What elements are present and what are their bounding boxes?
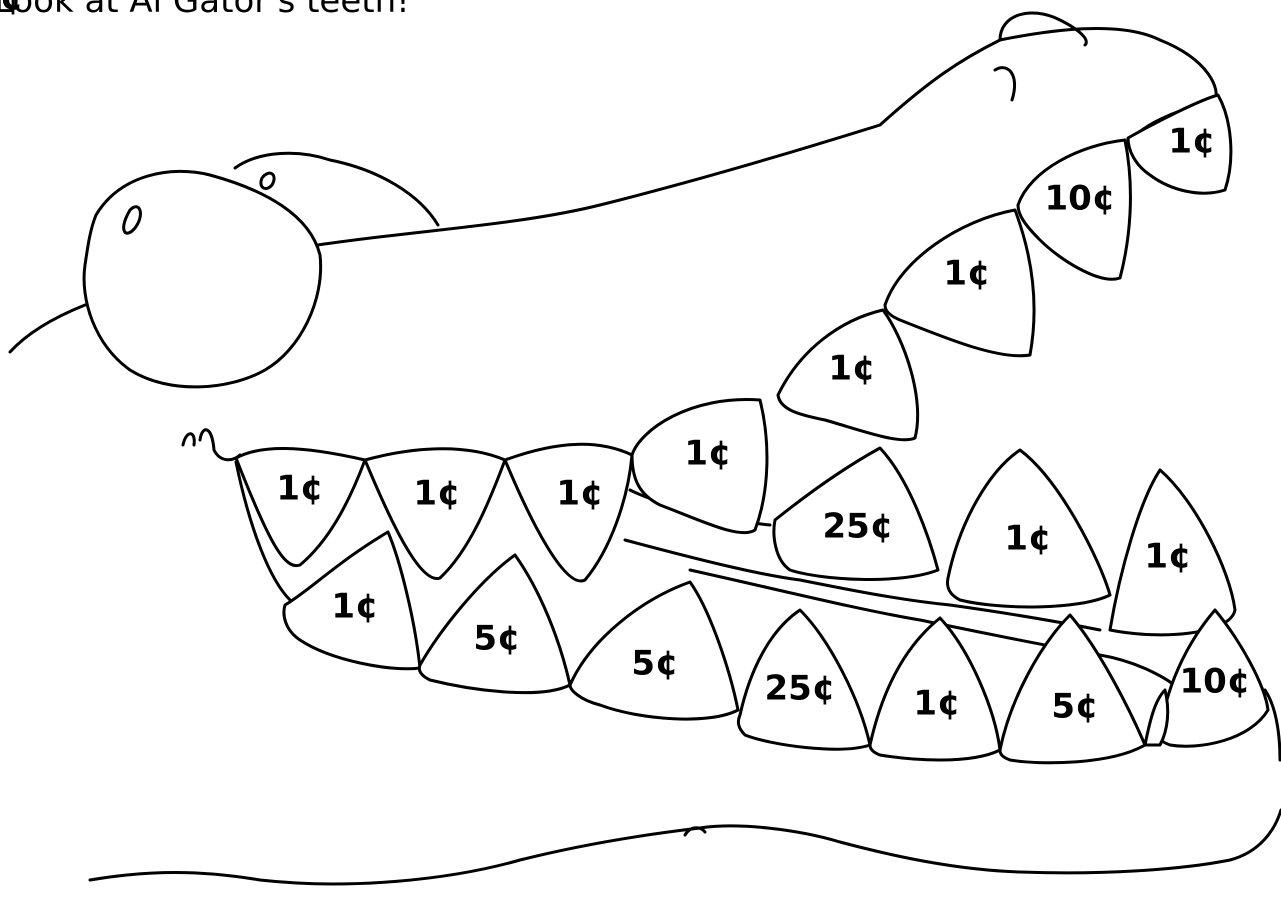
tooth-label: 10¢: [1180, 662, 1251, 702]
tooth-label: 5¢: [1051, 687, 1098, 727]
tooth-label: 1¢: [828, 349, 875, 389]
tooth-shape: [1108, 468, 1237, 637]
tooth-shape: [772, 446, 940, 581]
tooth-shape: [1158, 608, 1270, 748]
tooth-lower-2: 5¢: [568, 580, 740, 721]
tooth-lower-3: 25¢: [736, 608, 872, 751]
tooth-shape: [1126, 93, 1233, 195]
tooth-shape: [363, 447, 507, 580]
tooth-upper-1: 1¢: [234, 447, 367, 568]
tooth-label: 1¢: [276, 469, 323, 509]
tooth-shape: [1016, 138, 1132, 281]
tooth-shape: [736, 608, 872, 751]
tooth-lower-6: 10¢: [1158, 608, 1270, 748]
tooth-label: 5¢: [473, 619, 520, 659]
tooth-label: 1¢: [556, 474, 603, 514]
cheek-line: [8, 303, 87, 354]
tooth-label: 1¢: [1004, 519, 1051, 559]
tooth-upper-8: 1¢: [1126, 93, 1233, 195]
gum-line-lower: [688, 568, 1182, 692]
snout-outline: [316, 27, 1218, 247]
tooth-label: 1¢: [1168, 122, 1215, 162]
tooth-shape: [282, 530, 422, 671]
nostril-bump: [998, 11, 1088, 47]
tooth-lower-1: 5¢: [417, 553, 572, 695]
tooth-label: 1¢: [943, 254, 990, 294]
tooth-upper-3: 1¢: [503, 442, 634, 583]
tooth-lower-7: 5¢: [0, 0, 1170, 747]
jaw-crease: [683, 826, 707, 837]
tooth-shape: [776, 308, 920, 442]
chin-outline: [88, 808, 1281, 886]
tooth-label: 5¢: [631, 644, 678, 684]
tooth-label: 1¢: [331, 587, 378, 627]
tooth-shape: [568, 580, 740, 721]
right-jaw-side: [1263, 688, 1281, 762]
tooth-shape: [946, 448, 1112, 609]
tooth-upper-4: 1¢: [630, 398, 769, 535]
tooth-label: 10¢: [1045, 179, 1116, 219]
page-title: Look at Al Gator's teeth!: [0, 0, 410, 21]
tooth-middle-2: 1¢: [946, 448, 1112, 609]
mouth-corner: [181, 428, 242, 462]
nostril-mark: [993, 66, 1017, 102]
tooth-upper-6: 1¢: [883, 208, 1036, 358]
tooth-upper-5: 1¢: [776, 308, 920, 442]
tooth-shape: [630, 398, 769, 535]
tooth-middle-1: 25¢: [772, 446, 940, 581]
tooth-label: 5¢: [0, 0, 24, 19]
tooth-label: 1¢: [413, 474, 460, 514]
eye-spot-front: [122, 205, 142, 235]
tooth-shape: [234, 447, 367, 568]
tooth-label: 1¢: [1144, 537, 1191, 577]
tooth-upper-9: 1¢: [1108, 468, 1237, 637]
teeth-group: 1¢ 1¢ 1¢ 1¢ 1¢ 1¢ 10¢ 1¢ 1¢ 25¢ 1¢ 1¢ 5¢ 5¢ 25¢ 1¢ 5¢ 10¢…: [0, 0, 1270, 765]
tooth-shape: [883, 208, 1036, 358]
eye-back: [233, 151, 440, 227]
tooth-shape: [503, 442, 634, 583]
lower-jaw-outline: [234, 460, 292, 602]
tooth-label: 25¢: [765, 669, 836, 709]
tooth-shape: [1143, 688, 1170, 747]
tooth-upper-2: 1¢: [363, 447, 507, 580]
tooth-label: 1¢: [684, 434, 731, 474]
tooth-label: 25¢: [823, 507, 894, 547]
eye-spot-back: [259, 171, 276, 190]
tooth-label: 1¢: [913, 684, 960, 724]
tooth-shape: [998, 613, 1147, 765]
tooth-shape: [868, 616, 1002, 762]
tooth-upper-7: 10¢: [1016, 138, 1132, 281]
tooth-middle-3: 1¢: [282, 530, 422, 671]
tooth-lower-4: 1¢: [868, 616, 1002, 762]
gum-line-middle: [623, 538, 1102, 632]
tooth-shape: [417, 553, 572, 695]
eye-front: [82, 169, 323, 389]
tooth-lower-5: 5¢: [998, 613, 1147, 765]
